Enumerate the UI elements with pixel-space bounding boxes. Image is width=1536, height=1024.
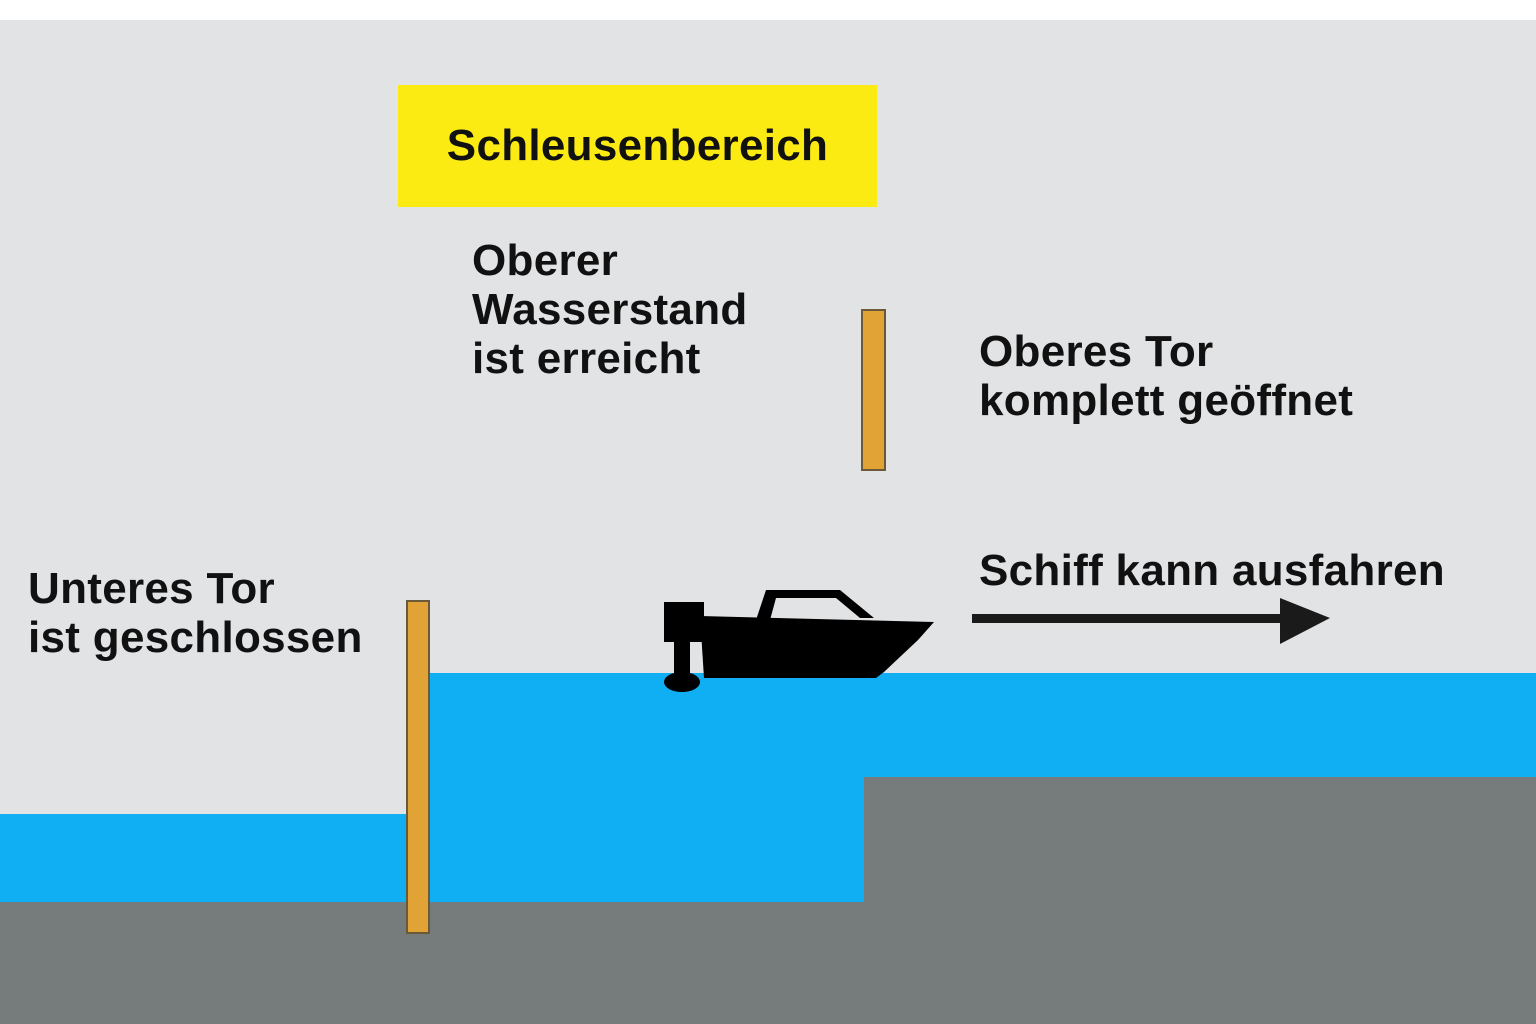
upper-gate bbox=[861, 309, 886, 471]
title: Schleusenbereich bbox=[446, 121, 829, 170]
ship-action-label: Schiff kann ausfahren bbox=[979, 546, 1445, 595]
upper-gate-label: Oberes Tor komplett geöffnet bbox=[979, 327, 1353, 425]
arrow-shaft bbox=[972, 614, 1282, 623]
lower-gate-label: Unteres Tor ist geschlossen bbox=[28, 564, 363, 662]
boat-propeller bbox=[664, 672, 700, 692]
lower-gate-label-line-1: Unteres Tor bbox=[28, 564, 275, 613]
upper-water-level bbox=[864, 673, 1536, 779]
boat-cabin bbox=[756, 590, 874, 620]
upper-water-label-line-2: Wasserstand bbox=[472, 285, 748, 334]
upper-water-label-line-1: Oberer bbox=[472, 236, 619, 285]
boat-motor bbox=[664, 602, 704, 642]
ship-action-label-text: Schiff kann ausfahren bbox=[979, 546, 1445, 595]
lock-chamber-water bbox=[428, 673, 866, 904]
arrow-right-icon bbox=[972, 598, 1330, 644]
upper-gate-label-line-2: komplett geöffnet bbox=[979, 376, 1354, 425]
arrow-head bbox=[1280, 598, 1330, 644]
motorboat-icon bbox=[664, 590, 934, 692]
lower-ground bbox=[0, 902, 1536, 1024]
lower-water-level bbox=[0, 814, 410, 904]
upper-gate-label-line-1: Oberes Tor bbox=[979, 327, 1214, 376]
boat-motor-shaft bbox=[674, 638, 690, 678]
upper-water-label-line-3: ist erreicht bbox=[472, 334, 701, 383]
upper-sill bbox=[864, 777, 1536, 903]
upper-water-label: Oberer Wasserstand ist erreicht bbox=[472, 236, 748, 383]
lower-gate bbox=[406, 600, 430, 934]
boat-hull bbox=[700, 616, 934, 678]
lower-gate-label-line-2: ist geschlossen bbox=[28, 613, 363, 662]
title-banner: Schleusenbereich bbox=[398, 85, 877, 207]
